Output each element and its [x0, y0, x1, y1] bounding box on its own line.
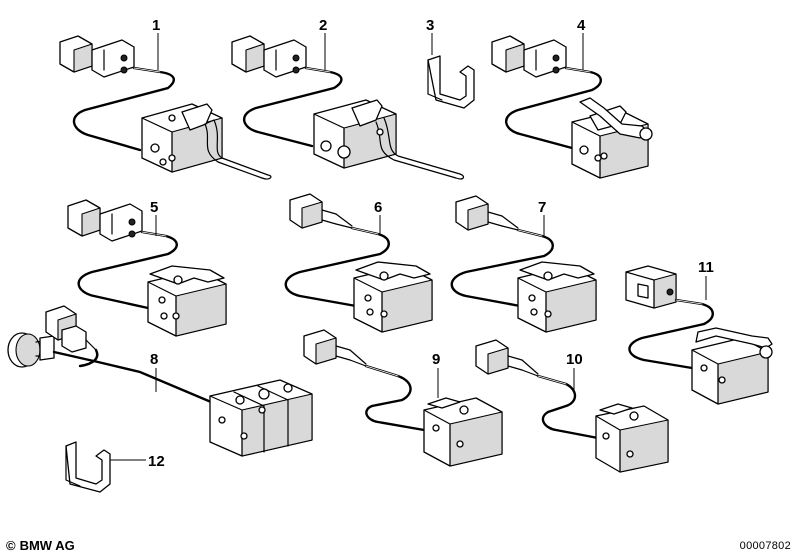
- callout-8: 8: [150, 351, 158, 368]
- copyright-brand: © BMW AG: [6, 538, 75, 553]
- part-8-microswitch-assembly: 8: [7, 305, 313, 457]
- diagram-code: 00007802: [739, 540, 791, 552]
- part-1-microswitch-with-lever: 1: [59, 17, 272, 180]
- callout-4: 4: [577, 17, 586, 34]
- callout-5: 5: [150, 199, 158, 216]
- callout-2: 2: [319, 17, 327, 34]
- part-12-clip: 12: [65, 441, 165, 493]
- callout-11: 11: [698, 259, 714, 276]
- part-11-microswitch-with-roller: 11: [625, 259, 773, 405]
- part-9-microswitch: 9: [303, 329, 503, 467]
- part-6-microswitch: 6: [284, 193, 433, 333]
- callout-3: 3: [426, 17, 434, 34]
- part-10-microswitch: 10: [475, 339, 669, 473]
- part-5-microswitch: 5: [67, 199, 227, 337]
- brand-name: BMW AG: [19, 538, 75, 553]
- callout-7: 7: [538, 199, 546, 216]
- part-4-microswitch-with-roller-lever: 4: [491, 17, 653, 179]
- callout-1: 1: [152, 17, 160, 34]
- part-7-microswitch: 7: [450, 195, 597, 333]
- callout-6: 6: [374, 199, 382, 216]
- part-3-clip: 3: [426, 17, 475, 109]
- copyright-symbol: ©: [6, 538, 16, 553]
- callout-9: 9: [432, 351, 440, 368]
- callout-12: 12: [148, 453, 165, 470]
- callout-10: 10: [566, 351, 583, 368]
- part-2-microswitch-with-long-lever: 2: [231, 17, 465, 180]
